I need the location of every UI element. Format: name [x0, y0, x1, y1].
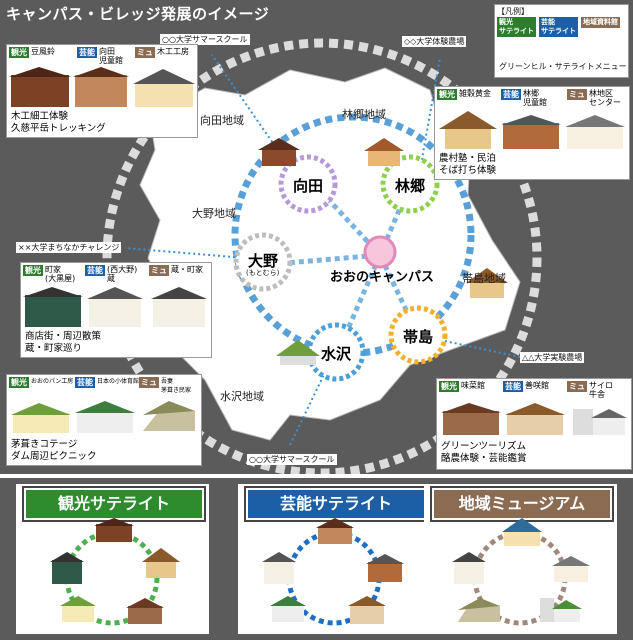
legend-header: 【凡例】 — [497, 7, 529, 16]
panel-museum-graphic — [452, 518, 590, 626]
map-panel: キャンパス・ビレッジ発展のイメージ 【凡例】 観光 サテライト 芸能 サテライト… — [0, 0, 633, 474]
hub-circle-mukaida — [278, 154, 338, 214]
hub-ono: 大野 — [247, 252, 278, 270]
legend: 【凡例】 観光 サテライト 芸能 サテライト 地域資料館 グリーンヒル・サテライ… — [494, 4, 629, 78]
region-mizusawa: 水沢地域 — [220, 390, 264, 403]
univ-farm-top: ◇◇大学体験農場 — [402, 36, 467, 47]
region-mukaida: 向田地域 — [200, 114, 244, 127]
panel-tourism: 観光サテライト — [16, 484, 209, 634]
hub-mizusawa: 水沢 — [320, 345, 351, 363]
legend-arts: 芸能 サテライト — [539, 17, 578, 37]
panel-museum: 地域ミュージアム — [424, 484, 617, 634]
box-mizusawa-houses — [11, 401, 195, 433]
hub-circle-ono — [233, 232, 293, 292]
map-graphic — [102, 38, 542, 474]
campus-marker — [363, 235, 397, 269]
hub-circle-obishima — [388, 305, 448, 365]
box-hayashigo-houses — [439, 111, 625, 149]
univ-summer-top: ○○大学サマースクール — [160, 34, 250, 45]
box-mizusawa: 観光おおのパン工房 芸能日本の小体育館 ミュ吾妻 茅葺き民家 茅葺きコテージ ダ… — [6, 374, 202, 466]
hub-obishima: 帯島 — [402, 328, 433, 346]
box-ono-houses — [23, 287, 207, 327]
univ-machi: ××大学まちなかチャレンジ — [16, 242, 122, 253]
hub-circle-hayashigo — [380, 154, 440, 214]
box-mukaida: 観光豆風鈴 芸能向田 児童館 ミュ木工工房 木工細工体験 久慈平岳トレッキング — [6, 44, 198, 138]
univ-summer-bottom: ○○大学サマースクール — [247, 454, 337, 465]
legend-note: グリーンヒル・サテライトメニュー — [499, 62, 627, 71]
region-hayashigo: 林郷地域 — [342, 108, 386, 121]
box-mukaida-houses — [9, 67, 195, 107]
panel-tourism-graphic — [50, 518, 180, 626]
hub-campus: おおのキャンパス — [330, 270, 435, 285]
legend-museum: 地域資料館 — [581, 17, 620, 28]
box-hayashigo: 観光雑穀黄金 芸能林郷 児童館 ミュ林地区 センター 農村塾・民泊 そば打ち体験 — [434, 86, 630, 180]
panel-arts-graphic — [262, 518, 404, 626]
page-title: キャンパス・ビレッジ発展のイメージ — [6, 5, 270, 23]
legend-tourism: 観光 サテライト — [497, 17, 536, 37]
box-obishima: 観光味菜館 芸能善咲館 ミュサイロ 牛舎 グリーンツーリズム 酪農体験・芸能鑑賞 — [436, 378, 632, 470]
box-ono: 観光町家 (大黒屋) 芸能(西大野) 蔵 ミュ蔵・町家 商店街・周辺散策 蔵・町… — [20, 262, 212, 358]
panel-museum-title: 地域ミュージアム — [430, 486, 614, 522]
region-obishima: 帯島地域 — [462, 272, 506, 285]
region-ono: 大野地域 — [192, 207, 236, 220]
outer-ring — [102, 38, 542, 474]
univ-farm-right: △△大学実験農場 — [520, 352, 585, 363]
hub-mukaida: 向田 — [292, 177, 323, 195]
box-obishima-houses — [441, 403, 627, 435]
panel-arts: 芸能サテライト — [238, 484, 431, 634]
hub-hayashigo: 林郷 — [394, 177, 425, 195]
map-houses — [258, 138, 508, 365]
hub-ono-reading: (もとむら) — [246, 269, 280, 277]
